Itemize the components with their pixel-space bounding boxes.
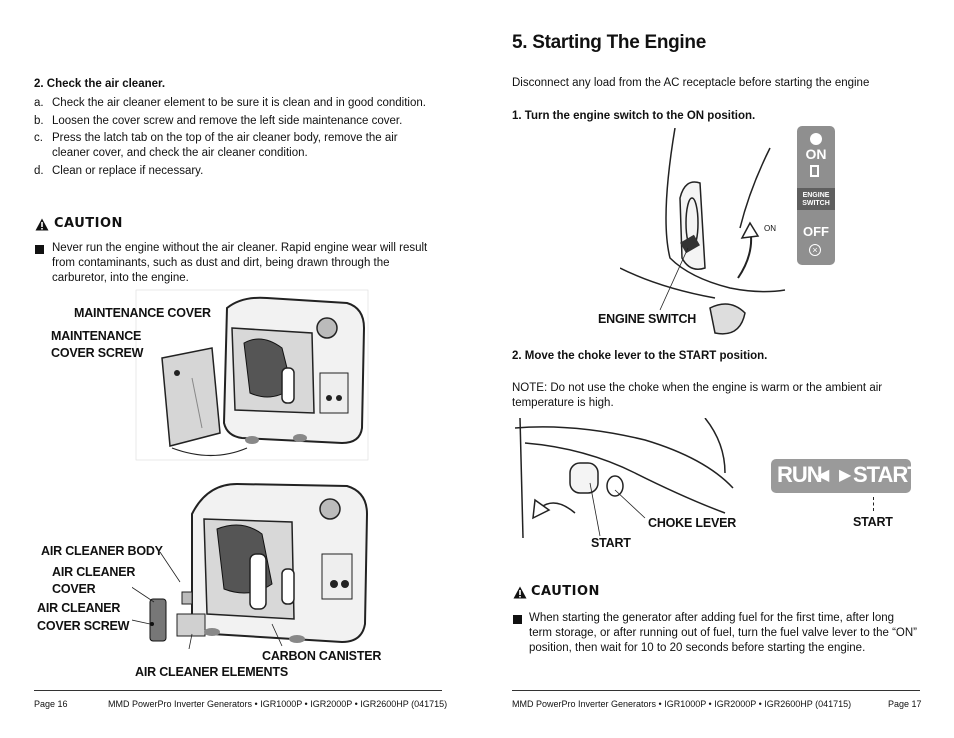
engine-switch-caption-text: ENGINE (802, 192, 830, 199)
run-start-decal: RUN ◀ ▶ START (771, 459, 921, 493)
list-text: Check the air cleaner element to be sure… (52, 97, 426, 109)
caution-text: When starting the generator after adding… (529, 612, 917, 654)
page-title: 5. Starting The Engine (512, 32, 706, 53)
intro-text: Disconnect any load from the AC receptac… (512, 77, 870, 89)
air-cleaner-elements-label: AIR CLEANER ELEMENTS (135, 665, 288, 679)
caution-text: Never run the engine without the air cle… (52, 242, 428, 284)
run-label: RUN (777, 462, 823, 487)
list-marker: c. (34, 132, 43, 144)
generator-maintenance-cover-illustration (135, 289, 369, 461)
bullet-square (513, 615, 522, 624)
list-item: c. Press the latch tab on the top of the… (34, 131, 434, 161)
maintenance-cover-label: MAINTENANCE COVER (74, 306, 211, 320)
list-marker: b. (34, 115, 44, 127)
start-position-label: START (591, 536, 631, 550)
footer-title: MMD PowerPro Inverter Generators • IGR10… (512, 699, 852, 709)
list-marker: d. (34, 165, 44, 177)
carbon-canister-label: CARBON CANISTER (262, 649, 382, 663)
start-decal-label: START (853, 462, 921, 487)
on-position-label: ON (764, 224, 776, 233)
footer-page-number: Page 17 (888, 699, 922, 709)
bullet-square (35, 245, 44, 254)
air-cleaner-cover-label: AIR CLEANER (52, 565, 136, 579)
choke-note: NOTE: Do not use the choke when the engi… (512, 382, 883, 409)
start-indicator-dash (873, 497, 875, 511)
arrow-right-icon: ▶ (839, 467, 852, 484)
on-label: ON (805, 146, 827, 162)
footer-title: MMD PowerPro Inverter Generators • IGR10… (108, 699, 448, 709)
list-text: Clean or replace if necessary. (52, 165, 204, 177)
footer-rule (512, 690, 920, 691)
footer-page-number: Page 16 (34, 699, 68, 709)
list-text: Press the latch tab on the top of the ai… (52, 132, 398, 159)
choke-lever-label: CHOKE LEVER (648, 516, 737, 530)
choke-lever-illustration (515, 418, 734, 538)
step-1-heading: 1. Turn the engine switch to the ON posi… (512, 110, 756, 122)
air-cleaner-cover-screw-label: AIR CLEANER (37, 601, 121, 615)
on-dot-icon (810, 133, 822, 145)
air-cleaner-body-label: AIR CLEANER BODY (41, 544, 163, 558)
air-cleaner-cover-screw-label: COVER SCREW (37, 619, 130, 633)
list-item: a. Check the air cleaner element to be s… (34, 96, 434, 111)
caution-heading: CAUTION (531, 584, 600, 599)
engine-switch-decal: ON ENGINE SWITCH OFF × (797, 126, 835, 265)
arrow-left-icon: ◀ (817, 467, 830, 484)
fuel-icon (810, 165, 819, 177)
start-decal-caption: START (853, 515, 893, 529)
engine-switch-label: ENGINE SWITCH (598, 312, 697, 326)
engine-switch-illustration (620, 128, 786, 335)
off-label: OFF (803, 224, 829, 239)
list-marker: a. (34, 97, 44, 109)
air-cleaner-cover-label: COVER (52, 582, 96, 596)
step-2-heading: 2. Move the choke lever to the START pos… (512, 350, 768, 362)
warning-triangle-icon (35, 218, 49, 231)
air-cleaner-step-heading: 2. Check the air cleaner. (34, 78, 166, 90)
maintenance-cover-screw-label: COVER SCREW (51, 346, 144, 360)
warning-triangle-icon (513, 586, 527, 599)
engine-switch-caption-text: SWITCH (802, 200, 830, 207)
list-item: b. Loosen the cover screw and remove the… (34, 114, 434, 129)
maintenance-cover-screw-label: MAINTENANCE (51, 329, 142, 343)
caution-heading: CAUTION (54, 216, 123, 231)
off-cross-icon: × (809, 244, 821, 256)
list-item: d. Clean or replace if necessary. (34, 164, 434, 179)
footer-rule (34, 690, 442, 691)
generator-air-cleaner-illustration (132, 482, 369, 649)
list-text: Loosen the cover screw and remove the le… (52, 115, 403, 127)
engine-switch-caption (797, 188, 835, 210)
